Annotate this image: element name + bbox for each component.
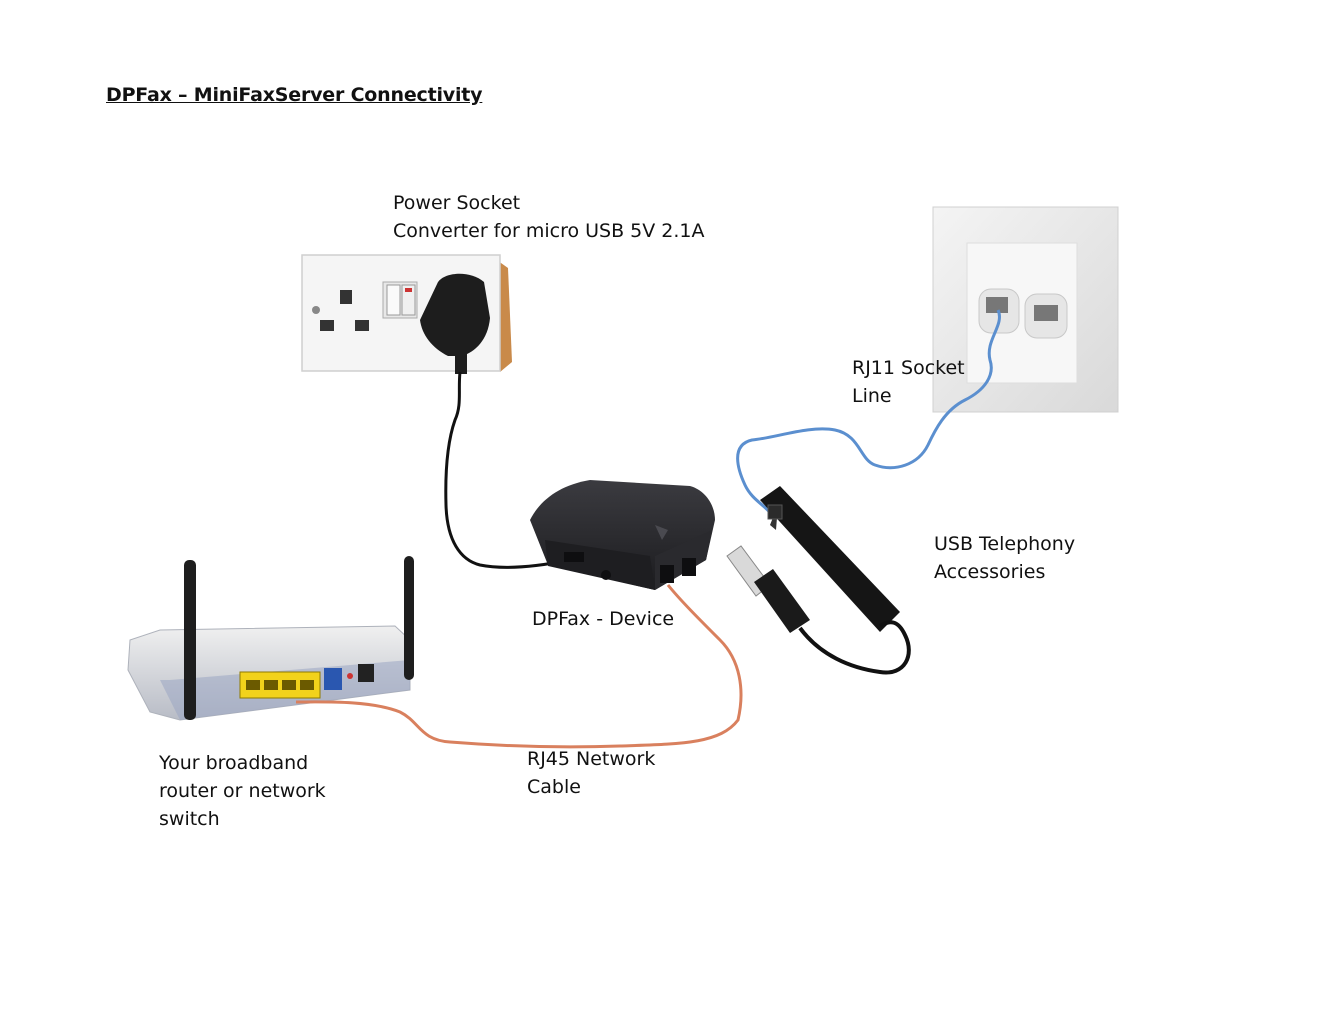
power-socket-label-line2: Converter for micro USB 5V 2.1A <box>393 220 705 242</box>
rj45-label-line2: Cable <box>527 776 581 798</box>
usb-connector <box>726 545 810 633</box>
dpfax-device-label: DPFax - Device <box>532 605 674 633</box>
rj45-label: RJ45 Network Cable <box>527 745 655 801</box>
dpfax-device-label-line1: DPFax - Device <box>532 608 675 630</box>
usb-telephony-label-line1: USB Telephony <box>934 533 1076 555</box>
rj11-label-line2: Line <box>852 385 892 407</box>
usb-cable <box>798 620 911 675</box>
rj11-label: RJ11 Socket Line <box>852 354 965 410</box>
router <box>127 556 414 721</box>
power-cable <box>444 371 571 569</box>
usb-telephony-label: USB Telephony Accessories <box>934 530 1075 586</box>
router-label-line3: switch <box>159 808 220 830</box>
rj45-label-line1: RJ45 Network <box>527 748 656 770</box>
network-cable <box>295 584 743 749</box>
power-plug <box>420 273 490 374</box>
dpfax-device <box>530 480 715 590</box>
rj11-wall-socket <box>932 206 1119 413</box>
power-socket-label: Power Socket Converter for micro USB 5V … <box>393 189 705 245</box>
rj11-label-line1: RJ11 Socket <box>852 357 965 379</box>
router-label-line1: Your broadband <box>159 752 309 774</box>
power-socket-label-line1: Power Socket <box>393 192 521 214</box>
phone-cable <box>736 309 1001 516</box>
diagram-title: DPFax – MiniFaxServer Connectivity <box>106 84 483 106</box>
usb-telephony-label-line2: Accessories <box>934 561 1046 583</box>
router-label: Your broadband router or network switch <box>159 749 326 833</box>
usb-telephony-adapter <box>760 486 900 632</box>
router-label-line2: router or network <box>159 780 326 802</box>
